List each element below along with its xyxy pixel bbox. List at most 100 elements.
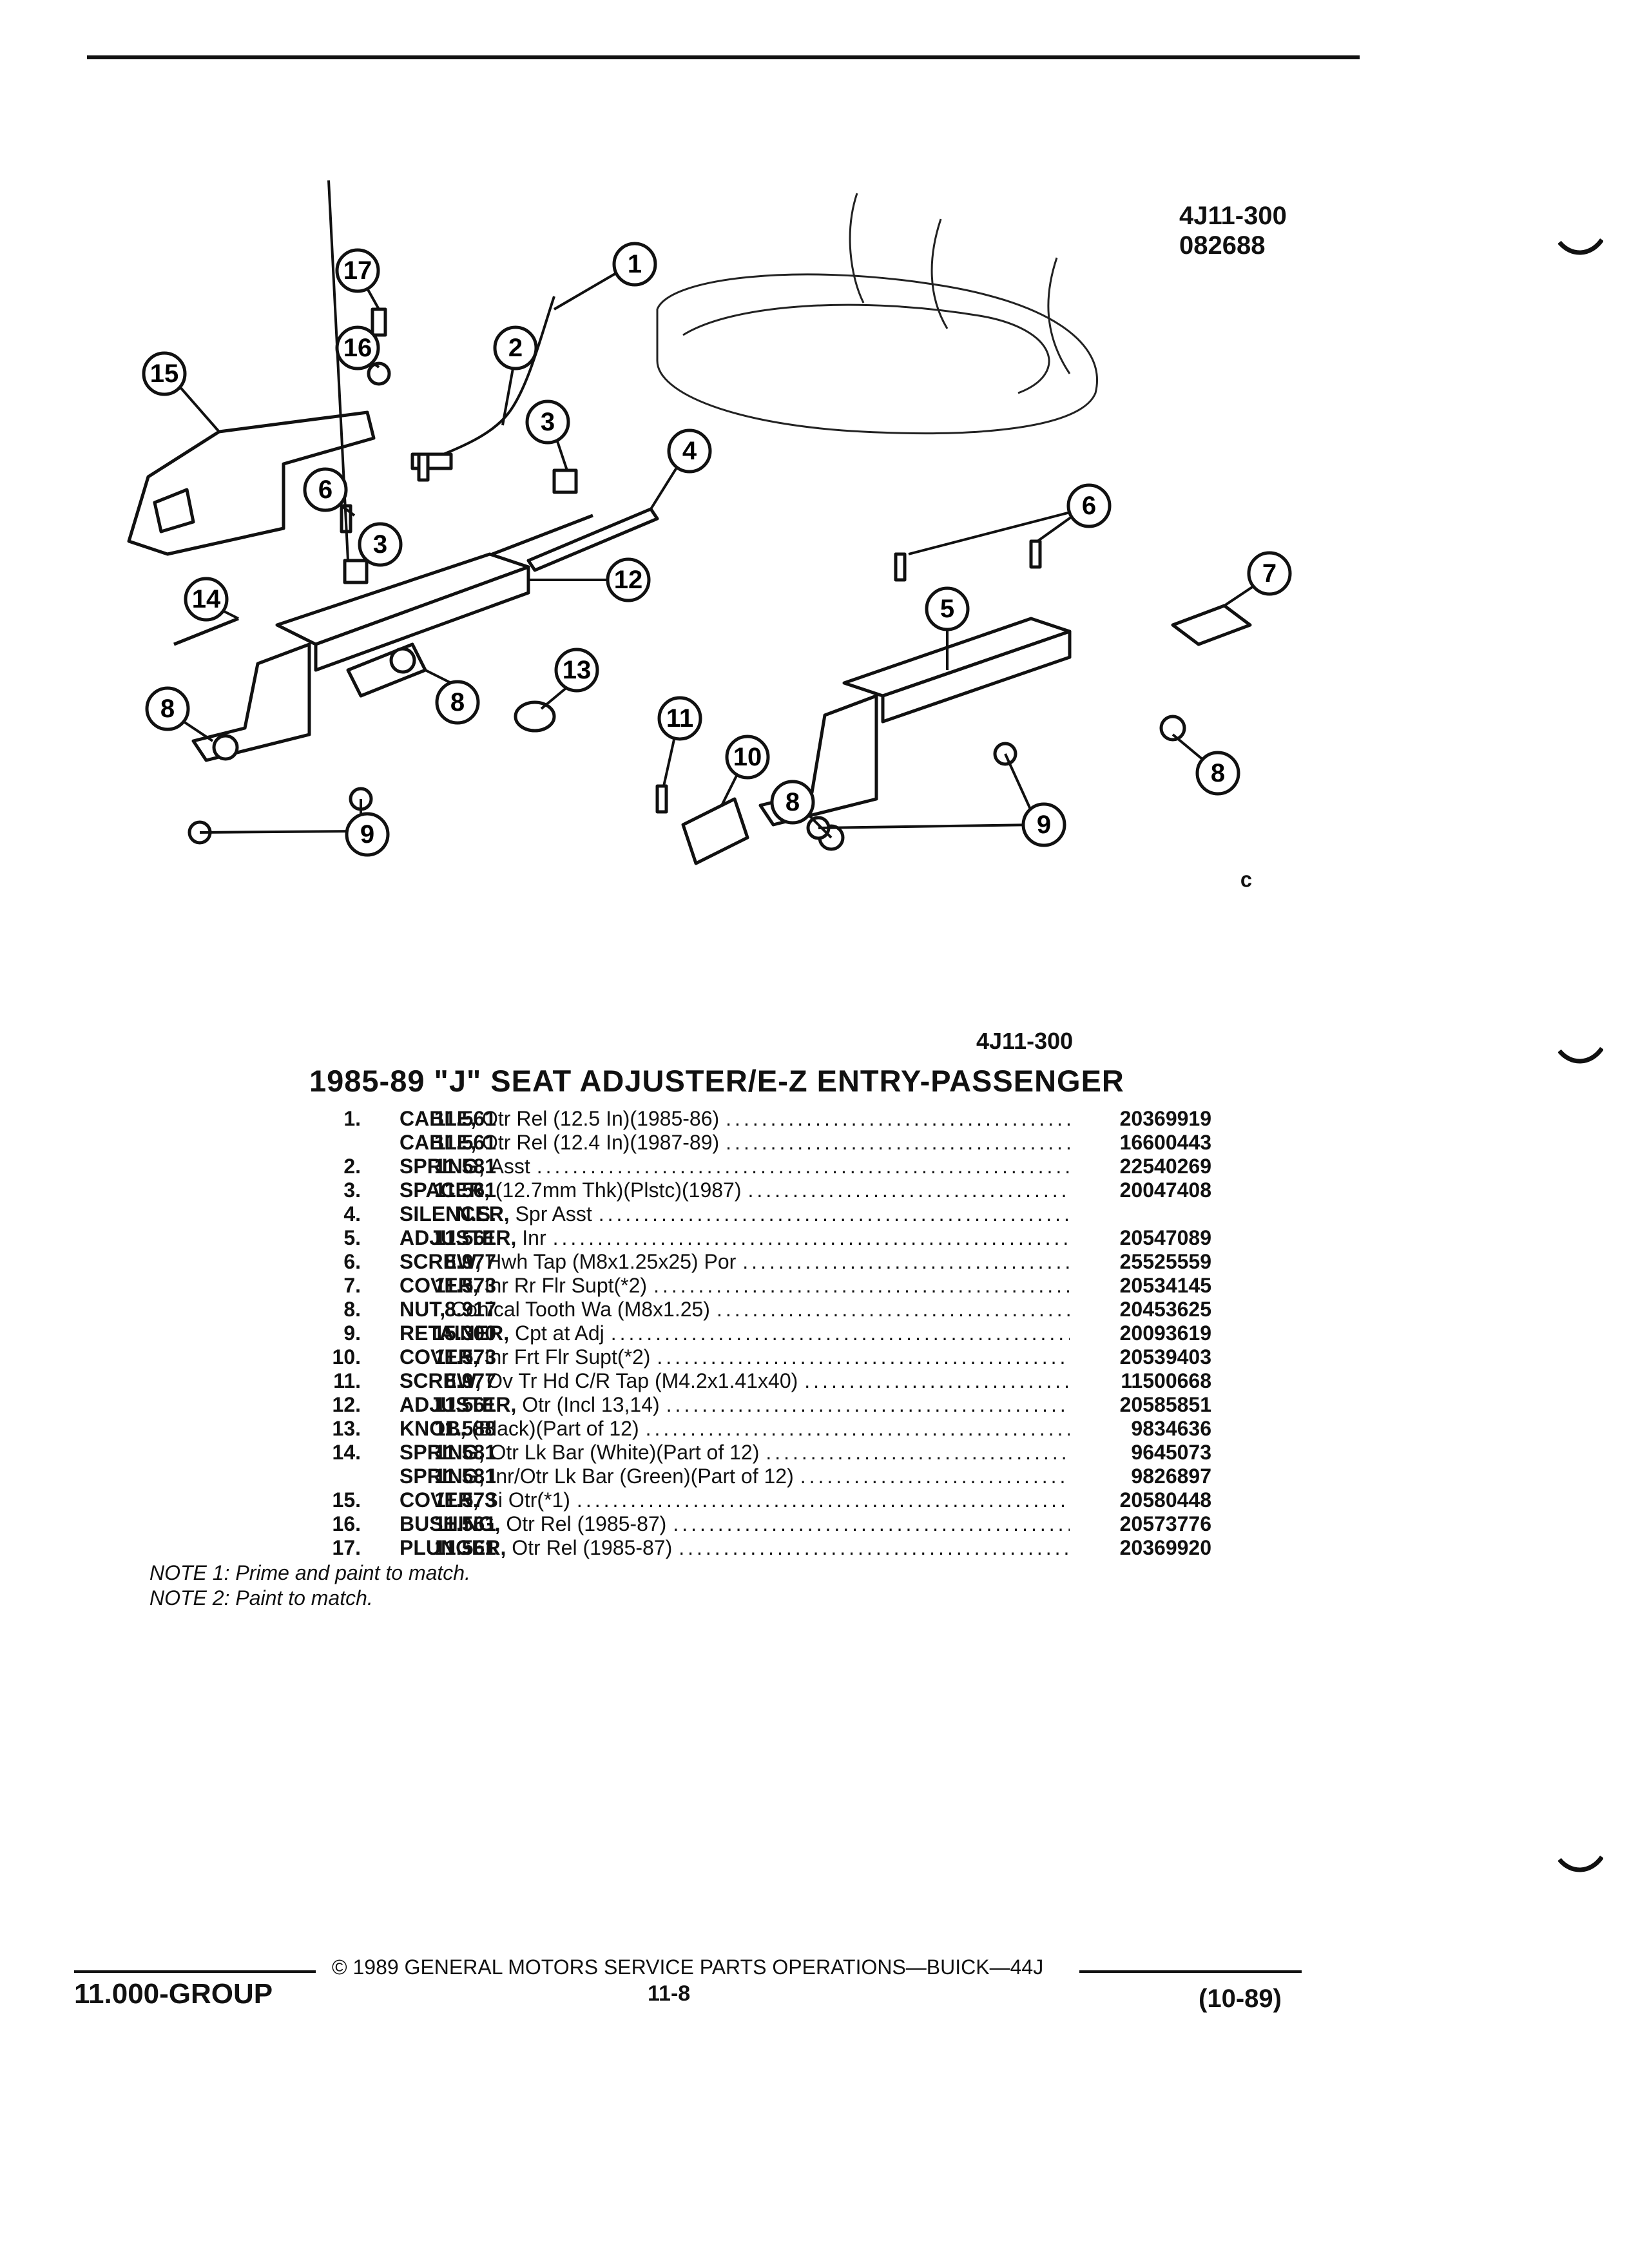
part-name: SPRING, (400, 1465, 485, 1488)
part-description: PLUNGER, Otr Rel (1985-87)..............… (400, 1536, 1070, 1560)
item-number: 13. (332, 1417, 361, 1440)
item-number: 4. (343, 1202, 361, 1225)
leader-dots: ........................................… (726, 1131, 1070, 1154)
item-number: 2. (343, 1155, 361, 1178)
leader-dots: ........................................… (747, 1178, 1070, 1202)
group-number: 11.561 (434, 1178, 496, 1202)
part-description: ADJUSTER, Inr...........................… (400, 1226, 1070, 1250)
part-description: NUT, Conical Tooth Wa (M8x1.25).........… (400, 1298, 1070, 1321)
leader-dots: ........................................… (552, 1226, 1070, 1249)
rear-cover-part (1171, 604, 1252, 646)
lock-bar-spring-part (173, 617, 239, 646)
copyright: © 1989 GENERAL MOTORS SERVICE PARTS OPER… (332, 1956, 1044, 1979)
item-number: 8. (343, 1298, 361, 1321)
part-spec: Inr Frt Flr Supt(*2) (484, 1345, 651, 1369)
leader-dots: ........................................… (726, 1107, 1070, 1130)
part-number: 20369919 (1119, 1107, 1211, 1130)
part-name: SPRING, (400, 1155, 485, 1178)
part-spec: Inr Rr Flr Supt(*2) (484, 1274, 648, 1297)
diagram-svg: 1 2 3 3 4 5 6 6 7 8 8 8 8 9 9 10 11 12 1… (127, 180, 1292, 865)
svg-text:9: 9 (1037, 811, 1051, 839)
part-spec: Otr Rel (12.5 In)(1985-86) (482, 1107, 720, 1130)
group-number: 8.977 (444, 1250, 496, 1273)
svg-text:10: 10 (733, 743, 762, 771)
callout-5: 5 (925, 586, 970, 631)
item-number: 7. (343, 1274, 361, 1297)
part-description: BUSHING, Otr Rel (1985-87)..............… (400, 1512, 1070, 1536)
item-number: 11. (333, 1369, 361, 1392)
part-spec: (12.7mm Thk)(Plstc)(1987) (495, 1178, 742, 1202)
part-name: SPACER, (400, 1178, 490, 1202)
svg-text:12: 12 (614, 566, 643, 594)
figure-number: 082688 (1179, 231, 1266, 260)
leader-dots: ........................................… (610, 1321, 1070, 1345)
svg-text:4: 4 (682, 437, 697, 465)
svg-text:17: 17 (343, 256, 372, 285)
part-name: ADJUSTER, (400, 1393, 517, 1416)
top-rule (87, 55, 1360, 59)
group-number: 11.573 (434, 1488, 496, 1512)
callout-9: 9 (345, 812, 390, 857)
leader-dots: ........................................… (657, 1345, 1070, 1369)
part-name: COVER, (400, 1488, 479, 1512)
binding-mark-icon (1558, 1856, 1603, 1872)
svg-text:8: 8 (450, 688, 465, 716)
callout-2: 2 (493, 325, 538, 370)
part-spec: Conical Tooth Wa (M8x1.25) (451, 1298, 710, 1321)
part-description: CABLE, Otr Rel (12.4 In)(1987-89).......… (400, 1131, 1070, 1155)
part-number: 16600443 (1119, 1131, 1211, 1154)
notes: NOTE 1: Prime and paint to match. NOTE 2… (149, 1561, 470, 1611)
callout-13: 13 (554, 648, 599, 693)
svg-text:13: 13 (563, 656, 592, 684)
leader-dots: ........................................… (800, 1465, 1070, 1488)
part-name: SCREW, (400, 1369, 481, 1392)
svg-text:8: 8 (160, 695, 175, 723)
leader-dots: ........................................… (576, 1488, 1070, 1512)
leader-dots: ........................................… (804, 1369, 1070, 1392)
part-description: COVER, Inr Frt Flr Supt(*2).............… (400, 1345, 1070, 1369)
part-name: KNOB, (400, 1417, 467, 1440)
part-description: RETAINER, Cpt at Adj....................… (400, 1321, 1070, 1345)
part-number: 9645073 (1131, 1441, 1211, 1464)
part-description: SPRING, Inr/Otr Lk Bar (Green)(Part of 1… (400, 1465, 1070, 1488)
part-name: SCREW, (400, 1250, 481, 1273)
svg-text:3: 3 (541, 408, 555, 436)
part-spec: Asst (490, 1155, 530, 1178)
svg-text:8: 8 (786, 788, 800, 816)
part-description: SPRING, Asst............................… (400, 1155, 1070, 1178)
svg-text:11: 11 (666, 704, 693, 733)
part-description: SCREW, Hwh Tap (M8x1.25x25) Por.........… (400, 1250, 1070, 1274)
inner-adjuster-part (758, 617, 1072, 827)
item-number: 9. (343, 1321, 361, 1345)
part-spec: Spr Asst (515, 1202, 592, 1225)
part-name: BUSHING, (400, 1512, 501, 1535)
part-number: 11500668 (1121, 1369, 1211, 1392)
leader-dots: ........................................… (666, 1393, 1070, 1416)
group-number: 8.917 (444, 1298, 496, 1321)
part-name: CABLE, (400, 1107, 477, 1130)
item-number: 6. (343, 1250, 361, 1273)
part-description: SILENCER, Spr Asst......................… (400, 1202, 1070, 1226)
silencer-part (526, 507, 659, 572)
part-number: 22540269 (1119, 1155, 1211, 1178)
group-number: 11.561 (434, 1226, 496, 1249)
svg-text:6: 6 (318, 476, 333, 504)
registration-mark-icon: ᶜ (1240, 867, 1253, 901)
svg-text:6: 6 (1082, 492, 1096, 520)
part-description: SPACER, (12.7mm Thk)(Plstc)(1987).......… (400, 1178, 1070, 1202)
part-spec: Inr (522, 1226, 546, 1249)
note-1: NOTE 1: Prime and paint to match. (149, 1561, 470, 1584)
part-name: SPRING, (400, 1441, 485, 1464)
leader-dots: ........................................… (716, 1298, 1070, 1321)
svg-text:7: 7 (1262, 559, 1277, 588)
